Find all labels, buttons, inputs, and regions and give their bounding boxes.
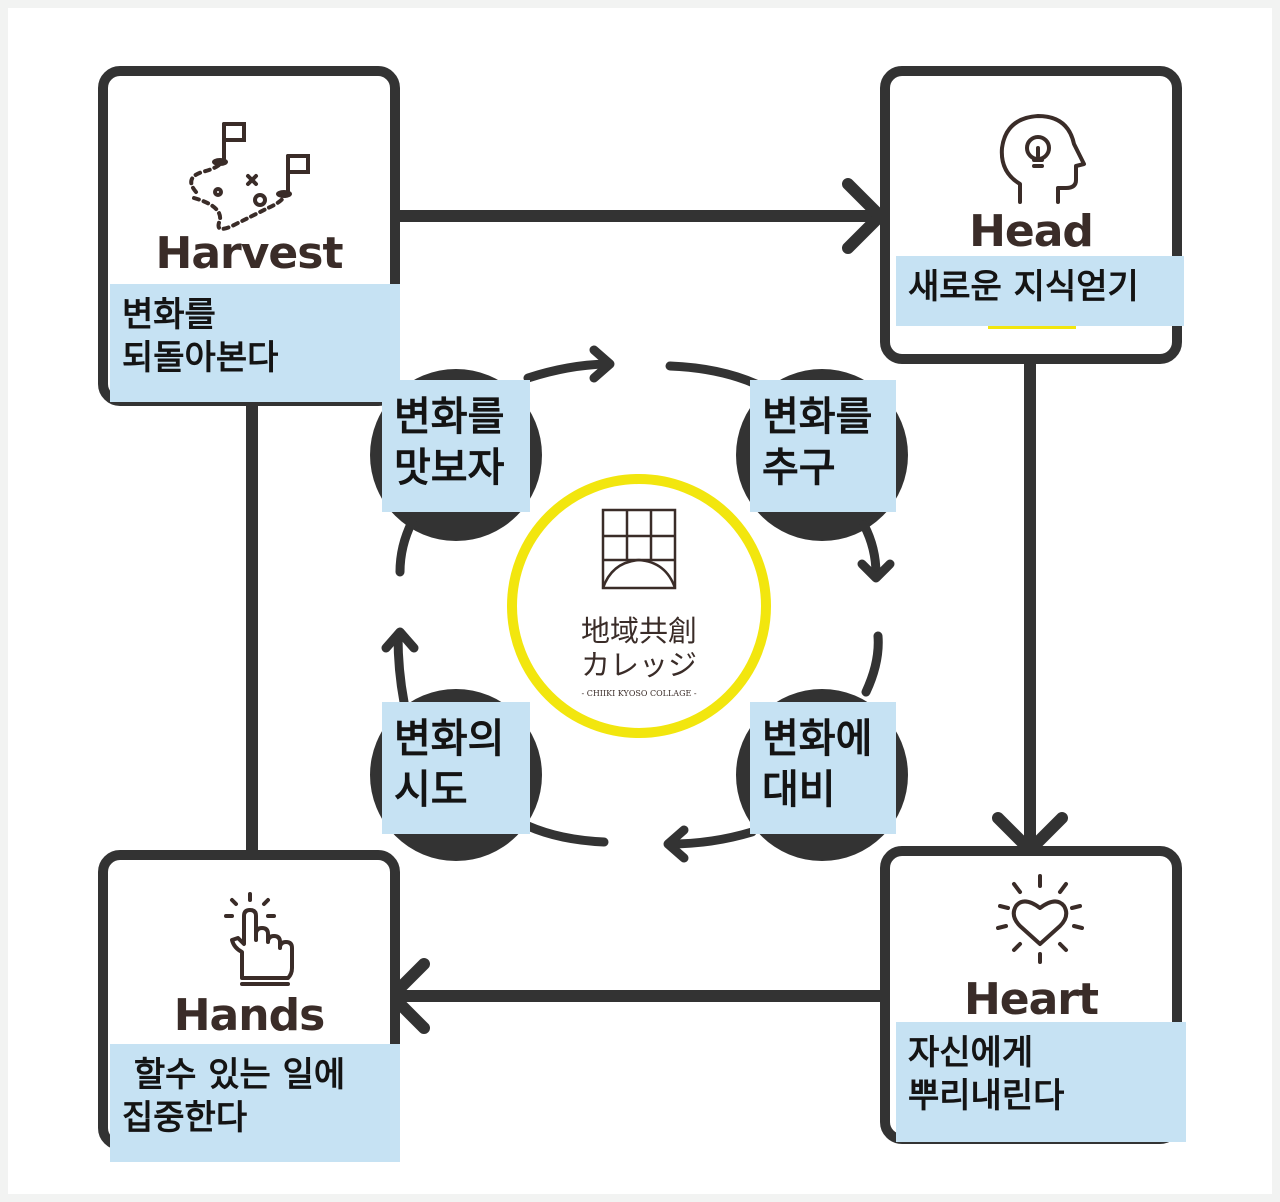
head-title: Head	[969, 206, 1094, 257]
cycle-arc-top-right	[665, 361, 761, 389]
logo-line2: カレッジ	[581, 648, 697, 682]
cycle-arc-bottom-left	[523, 821, 609, 847]
heart-title: Heart	[963, 974, 1099, 1025]
cycle-top-right-line1: 변화를	[762, 394, 873, 440]
harvest-label-line1: 변화를	[122, 295, 216, 335]
head-label: 새로운 지식얻기	[896, 256, 1184, 326]
cycle-arrowhead-bottom	[663, 825, 689, 863]
logo-line1: 地域共創	[581, 614, 697, 648]
harvest-title: Harvest	[155, 228, 344, 279]
hands-title: Hands	[173, 990, 326, 1041]
cycle-arrowhead-top-left	[589, 345, 615, 383]
harvest-label-line2: 되돌아본다	[122, 337, 279, 378]
cycle-top-left-line1: 변화를	[394, 394, 505, 440]
flags-map-icon	[189, 122, 310, 231]
cycle-arc-right-lower	[861, 631, 883, 697]
logo-tagline: - CHIIKI KYOSO COLLAGE -	[581, 689, 696, 698]
heart-label-line2: 뿌리내린다	[908, 1075, 1065, 1116]
logo-mark-icon	[601, 508, 677, 590]
pointing-hand-icon	[224, 892, 294, 986]
cycle-top-left-line2: 맛보자	[394, 445, 505, 492]
hands-label: 할수 있는 일에 집중한다	[110, 1044, 400, 1162]
cycle-bottom-left-line1: 변화의	[394, 716, 505, 762]
cycle-arrowhead-left	[381, 627, 419, 653]
cycle-arc-left-upper	[395, 517, 417, 577]
head-lightbulb-icon	[999, 114, 1086, 204]
head-label-line1: 새로운 지식얻기	[908, 267, 1139, 307]
logo-ring	[507, 474, 771, 738]
cycle-top-right-line2: 추구	[762, 445, 836, 492]
cycle-bottom-left-line2: 시도	[394, 767, 468, 814]
cycle-arrowhead-right	[857, 559, 895, 583]
hands-label-line1: 할수 있는 일에	[122, 1055, 346, 1095]
cycle-label-bottom-right: 변화에 대비	[750, 702, 896, 834]
cycle-label-top-right: 변화를 추구	[750, 380, 896, 512]
heart-label-line1: 자신에게	[908, 1033, 1034, 1073]
cycle-arc-right-upper	[859, 520, 881, 579]
cycle-label-bottom-left: 변화의 시도	[382, 702, 530, 834]
cycle-arc-top-left	[523, 359, 611, 383]
cycle-label-top-left: 변화를 맛보자	[382, 380, 530, 512]
hands-label-line2: 집중한다	[122, 1097, 248, 1138]
cycle-bottom-right-line2: 대비	[762, 767, 836, 814]
cycle-arc-left-lower	[393, 631, 409, 707]
harvest-label: 변화를 되돌아본다	[110, 284, 400, 402]
cycle-arc-bottom-right	[665, 827, 757, 849]
cycle-bottom-right-line1: 변화에	[762, 716, 873, 762]
heart-label: 자신에게 뿌리내린다	[896, 1022, 1186, 1142]
heart-glow-icon	[996, 874, 1084, 964]
